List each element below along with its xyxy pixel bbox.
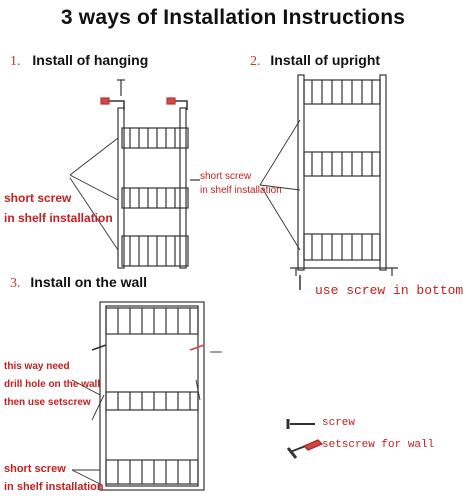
section-label: Install of upright (270, 52, 381, 68)
wall-rack-drawing (71, 301, 222, 491)
wall-drill-hole-label: this way need drill hole on the wall the… (4, 358, 100, 412)
annotation-line: then use setscrew (4, 397, 91, 408)
section-number: 3. (10, 276, 21, 291)
annotation-line: in shelf installation (4, 481, 104, 493)
upright-rack-drawing (259, 74, 398, 290)
setscrew-legend-label: setscrew for wall (322, 439, 435, 451)
upright-short-screw-label: short screw in shelf installation (200, 170, 282, 198)
section-upright-header: 2. Install of upright (250, 52, 380, 70)
screw-legend-icon (286, 419, 315, 429)
setscrew-legend-icon (286, 439, 324, 459)
annotation-line: this way need (4, 361, 70, 372)
upright-bottom-label: use screw in bottom (315, 283, 464, 298)
annotation-line: in shelf installation (200, 185, 282, 196)
annotation-line: short screw (4, 191, 72, 205)
section-number: 2. (250, 54, 261, 69)
page-title: 3 ways of Installation Instructions (60, 6, 406, 29)
section-label: Install on the wall (30, 274, 148, 290)
annotation-line: short screw (4, 463, 66, 475)
hanging-rack-drawing (69, 79, 200, 269)
hanging-short-screw-label: short screw in shelf installation (4, 188, 113, 228)
annotation-line: drill hole on the wall (4, 379, 101, 390)
section-number: 1. (10, 54, 21, 69)
annotation-line: in shelf installation (4, 211, 113, 225)
screw-legend-label: screw (322, 417, 356, 429)
annotation-line: short screw (200, 171, 252, 182)
section-wall-header: 3. Install on the wall (10, 274, 147, 292)
section-hanging-header: 1. Install of hanging (10, 52, 148, 70)
wall-short-screw-label: short screw in shelf installation (4, 460, 104, 496)
section-label: Install of hanging (32, 52, 149, 68)
